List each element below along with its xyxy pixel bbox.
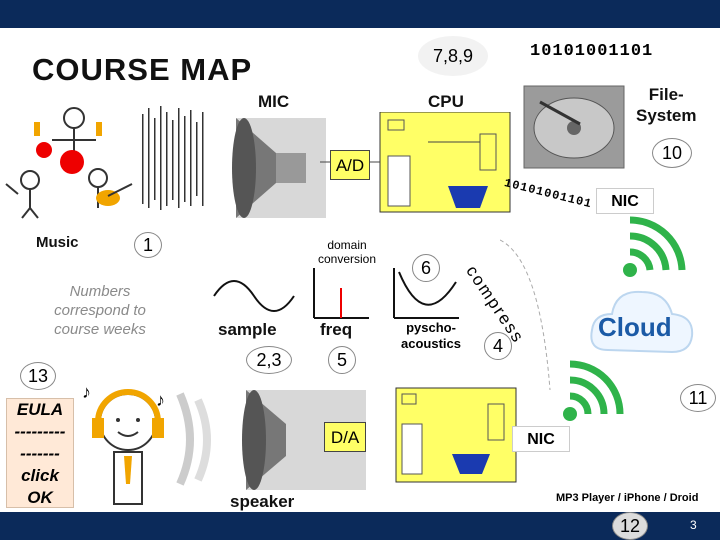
band-icon [5, 107, 133, 219]
weeks-note: Numbers correspond to course weeks [54, 283, 146, 338]
week-23-badge: 2,3 [246, 346, 292, 374]
nic-top-label: NIC [596, 188, 654, 214]
top-bar [0, 0, 720, 28]
bottom-bar [0, 512, 720, 540]
da-converter: D/A [324, 422, 366, 452]
freq-label: freq [320, 320, 353, 339]
week-789-badge: 7,8,9 [418, 36, 488, 76]
cloud-label: Cloud [598, 312, 672, 342]
nic-bottom-label: NIC [512, 426, 570, 452]
microphone-speaker-icon [232, 118, 326, 218]
eula-dialog[interactable]: EULA --------- ------- click OK [6, 398, 74, 508]
week-5-badge: 5 [328, 346, 356, 374]
page-title: COURSE MAP [32, 52, 253, 87]
cloud-icon [590, 290, 694, 354]
sample-label: sample [218, 320, 277, 339]
week-12-badge: 12 [612, 512, 648, 540]
week-10-badge: 10 [652, 138, 692, 168]
week-11-badge: 11 [680, 384, 716, 412]
week-4-badge: 4 [484, 332, 512, 360]
week-1-badge: 1 [134, 232, 162, 258]
binary-data-top: 10101001101 [530, 42, 654, 61]
svg-text:♪: ♪ [156, 390, 165, 410]
dac-chip-diagram [395, 387, 517, 483]
filesystem-label: File- System [636, 85, 697, 125]
hard-drive-icon [523, 85, 625, 169]
week-6-badge: 6 [412, 254, 440, 282]
connector-line [500, 239, 551, 391]
eula-text: EULA --------- ------- click OK [14, 400, 66, 507]
week-13-badge: 13 [20, 362, 56, 390]
page-number: 3 [690, 518, 697, 532]
cpu-label: CPU [428, 92, 464, 111]
psychoacoustics-label: pyscho- acoustics [401, 320, 461, 351]
speaker-label: speaker [230, 492, 295, 511]
ad-converter: A/D [330, 150, 370, 180]
listener-icon: ♪ ♪ [82, 382, 165, 505]
svg-text:♪: ♪ [82, 382, 91, 402]
signal-graphs [213, 268, 459, 319]
mic-label: MIC [258, 92, 290, 111]
wifi-icon-bottom [563, 360, 624, 421]
sound-wave-icon [142, 106, 204, 210]
wifi-icon [623, 216, 686, 277]
cpu-chip-diagram [320, 112, 511, 213]
domain-conversion-label: domain conversion [317, 238, 377, 266]
device-caption: MP3 Player / iPhone / Droid [556, 492, 699, 504]
music-label: Music [36, 234, 79, 251]
